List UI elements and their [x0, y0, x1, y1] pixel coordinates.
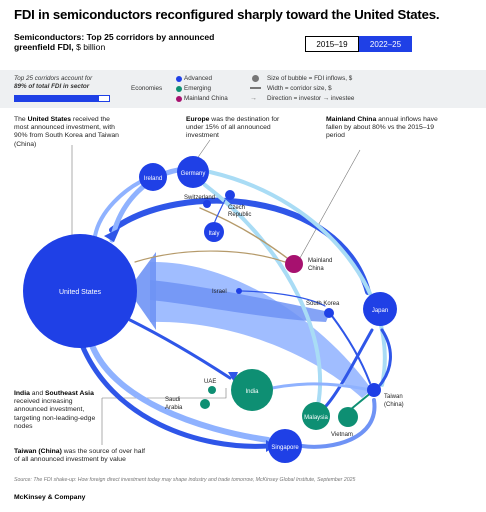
arrowhead-us-germany — [180, 165, 188, 175]
label-czech: Czech — [228, 205, 245, 211]
legend-emerging: Emerging — [184, 85, 211, 92]
flow-us-ireland — [93, 180, 142, 238]
label-saudi: Saudi — [165, 397, 180, 403]
label-singapore: Singapore — [271, 445, 299, 451]
economies-label: Economies — [131, 85, 163, 92]
emerging-dot — [176, 86, 182, 92]
label-taiwan: Taiwan — [384, 394, 403, 400]
node-singapore[interactable] — [268, 429, 302, 463]
flow-switzerland-china — [199, 207, 288, 259]
flow-japan-taiwan — [378, 328, 392, 387]
arrowhead-singapore-us — [84, 330, 96, 344]
flow-taiwan-us-band — [150, 261, 372, 398]
annotation-taiwan: Taiwan (China) was the source of over ha… — [14, 448, 145, 464]
legend-width: Width = corridor size, $ — [267, 85, 332, 92]
arrowhead-us-singapore — [266, 440, 276, 452]
label-republic: Republic — [228, 212, 251, 218]
legend-share-text: Top 25 corridors account for 89% of tota… — [14, 75, 93, 90]
bubble-size-icon — [252, 75, 259, 82]
legend-share-bar — [14, 95, 110, 102]
label-germany: Germany — [181, 171, 206, 177]
annotation-india-sea: India and Southeast Asia received increa… — [14, 390, 96, 430]
node-japan[interactable] — [363, 292, 397, 326]
flow-czech-italy — [213, 199, 226, 225]
flow-korea-us-band — [150, 280, 330, 322]
node-south-korea[interactable] — [324, 308, 334, 318]
flow-us-china — [134, 250, 286, 263]
legend-share-bar-fill — [15, 96, 99, 101]
label-india: India — [245, 389, 259, 395]
arrowhead-us-india — [228, 372, 238, 382]
leader-europe — [193, 139, 211, 164]
legend-bubble-size: Size of bubble = FDI inflows, $ — [267, 75, 353, 82]
flow-taiwan-singapore — [300, 398, 377, 449]
width-icon — [250, 87, 261, 89]
flow-israel-korea — [241, 290, 326, 307]
page-title: FDI in semiconductors reconfigured sharp… — [14, 7, 440, 22]
node-italy[interactable] — [204, 222, 224, 242]
node-mainland-china[interactable] — [285, 255, 303, 273]
flow-korea-taiwan — [331, 315, 371, 384]
flow-us-germany — [109, 167, 181, 243]
flow-japan-us — [109, 197, 371, 295]
node-united-states[interactable] — [23, 234, 137, 348]
legend-panel: Top 25 corridors account for 89% of tota… — [0, 70, 486, 108]
label-china: China — [308, 266, 324, 272]
period-toggle-2015-19[interactable]: 2015–19 — [305, 36, 359, 52]
label-vietnam: Vietnam — [331, 432, 353, 438]
period-toggle-2022-25[interactable]: 2022–25 — [359, 36, 412, 52]
legend-advanced: Advanced — [184, 75, 213, 82]
leader-china — [299, 149, 361, 259]
node-switzerland[interactable] — [203, 200, 211, 208]
node-israel[interactable] — [236, 288, 242, 294]
label-malaysia: Malaysia — [304, 415, 328, 421]
legend-china: Mainland China — [184, 95, 228, 102]
arrowhead-japan-us — [104, 228, 120, 242]
label-switzerland: Switzerland — [184, 195, 215, 201]
node-malaysia[interactable] — [302, 402, 330, 430]
label-israel: Israel — [212, 289, 227, 295]
annotation-united-states: The United States received the most anno… — [14, 116, 119, 148]
node-taiwan[interactable] — [367, 383, 381, 397]
node-india[interactable] — [231, 369, 273, 411]
advanced-dot — [176, 76, 182, 82]
label-ireland: Ireland — [144, 176, 162, 182]
node-germany[interactable] — [177, 156, 209, 188]
label-uae: UAE — [204, 379, 216, 385]
chart-subtitle: Semiconductors: Top 25 corridors by anno… — [14, 32, 215, 53]
annotation-europe: Europe was the destination for under 15%… — [186, 116, 280, 140]
label-japan: Japan — [372, 308, 388, 314]
flow-japan-malaysia — [324, 328, 374, 408]
annotation-mainland-china: Mainland China annual inflows have falle… — [326, 116, 438, 140]
leader-india — [102, 388, 227, 399]
brand-logo: McKinsey & Company — [14, 494, 86, 501]
label-taiwan-china: (China) — [384, 402, 404, 408]
label-mainland: Mainland — [308, 258, 332, 264]
legend-direction: Direction = investor → investee — [267, 95, 355, 102]
node-uae[interactable] — [208, 386, 216, 394]
node-vietnam[interactable] — [338, 407, 358, 427]
flow-us-india — [128, 318, 232, 380]
direction-icon: → — [250, 95, 257, 102]
node-saudi-arabia[interactable] — [200, 399, 210, 409]
node-czech-republic[interactable] — [225, 190, 235, 200]
flow-taiwan-vietnam — [349, 391, 373, 411]
label-united-states: United States — [59, 289, 102, 296]
flow-germany-malaysia — [203, 183, 323, 407]
flow-band-arrowhead — [128, 252, 156, 330]
label-arabia: Arabia — [165, 405, 183, 411]
source-note: Source: The FDI shake-up: How foreign di… — [14, 477, 356, 483]
label-south-korea: South Korea — [306, 301, 340, 307]
china-dot — [176, 96, 182, 102]
flow-us-singapore — [77, 337, 271, 449]
flow-taiwan-india — [260, 382, 372, 392]
flow-germany-taiwan — [208, 170, 387, 387]
node-ireland[interactable] — [139, 163, 167, 191]
label-italy: Italy — [208, 231, 219, 237]
flow-singapore-us — [87, 337, 271, 443]
